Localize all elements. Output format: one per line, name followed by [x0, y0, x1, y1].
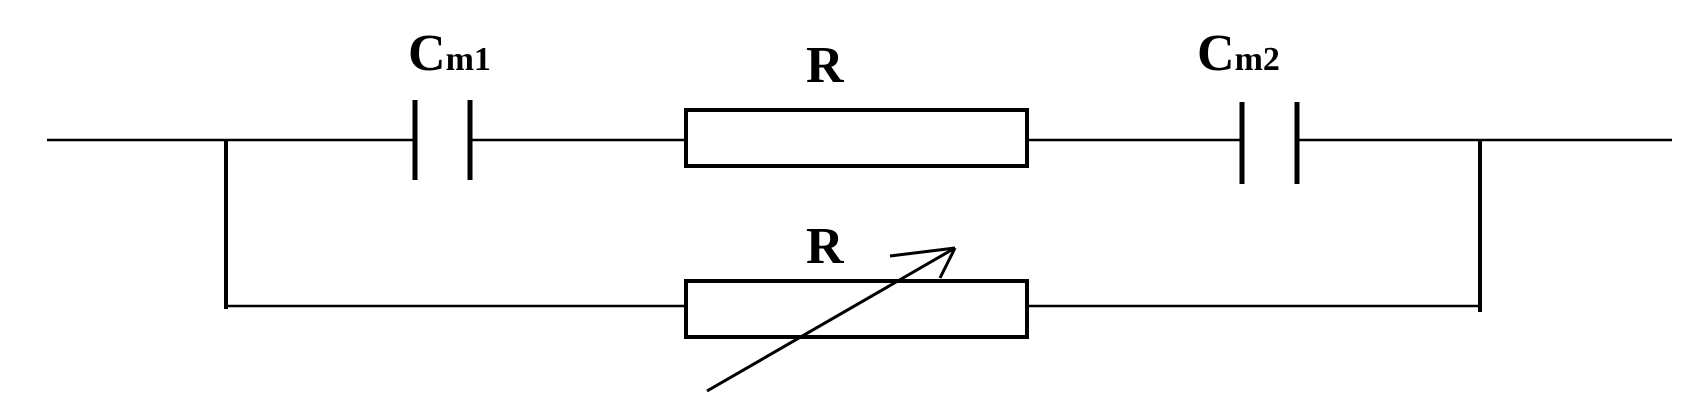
- label-resistor-bottom: R: [806, 218, 845, 275]
- label-cm1-sub: m1: [446, 41, 491, 78]
- label-resistor-top: R: [806, 37, 845, 94]
- resistor-top: [684, 108, 1029, 168]
- label-cm2-sub: m2: [1235, 41, 1280, 78]
- capacitor-cm2: [1239, 102, 1300, 184]
- variable-arrow-head-lower: [938, 247, 957, 279]
- label-cm1: Cm1: [408, 25, 491, 82]
- capacitor-cm1: [412, 100, 473, 180]
- variable-arrow-icon: [706, 246, 957, 393]
- resistor-bottom-variable: [684, 279, 1029, 339]
- variable-arrow-shaft: [706, 246, 956, 393]
- label-cm2-main: C: [1197, 25, 1235, 82]
- label-cm2: Cm2: [1197, 25, 1280, 82]
- label-cm1-main: C: [408, 25, 446, 82]
- variable-arrow-head-upper: [889, 246, 956, 258]
